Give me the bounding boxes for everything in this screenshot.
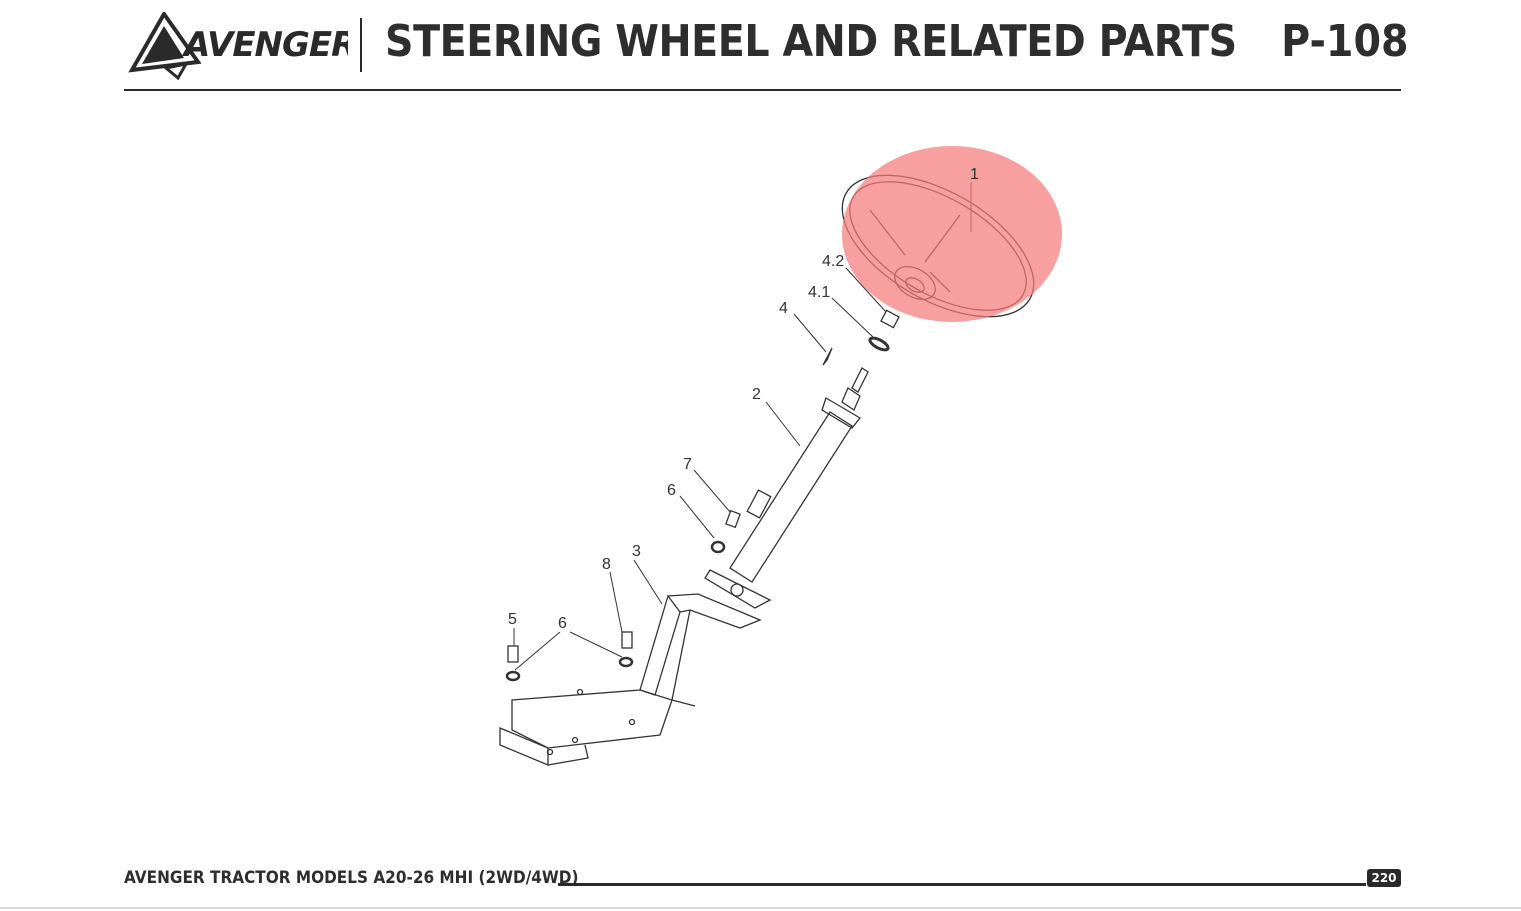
viewer-bottom-border	[0, 907, 1521, 909]
footer-rule	[558, 883, 1366, 886]
brand-wordmark: AVENGER	[181, 25, 348, 65]
page-header: AVENGER STEERING WHEEL AND RELATED PARTS…	[124, 0, 1409, 92]
pin-part	[822, 347, 833, 366]
mounting-bracket	[499, 593, 762, 766]
callout-1: 1	[970, 166, 979, 183]
avenger-logo: AVENGER	[128, 12, 348, 80]
page-title: STEERING WHEEL AND RELATED PARTS	[385, 16, 1237, 67]
bolts-and-washers	[505, 509, 741, 682]
callout-labels: 1 2 3 4 4.1 4.2 5 6 6 7 8	[508, 166, 979, 632]
page-code: P-108	[1281, 16, 1409, 67]
callout-4-2: 4.2	[822, 253, 844, 270]
header-rule	[124, 89, 1401, 91]
callout-8: 8	[602, 556, 611, 573]
part-highlight	[842, 146, 1062, 322]
nut-part	[880, 309, 900, 329]
page-number-badge: 220	[1367, 869, 1401, 887]
leader-lines	[513, 182, 972, 671]
footer-model-text: AVENGER TRACTOR MODELS A20-26 MHI (2WD/4…	[124, 868, 579, 888]
callout-2: 2	[752, 386, 761, 403]
page-footer: AVENGER TRACTOR MODELS A20-26 MHI (2WD/4…	[124, 864, 1401, 894]
callout-5: 5	[508, 611, 517, 628]
callout-3: 3	[632, 543, 641, 560]
steering-column	[704, 367, 869, 609]
callout-4-1: 4.1	[808, 284, 830, 301]
callout-7: 7	[683, 456, 692, 473]
callout-4: 4	[779, 300, 788, 317]
logo-divider	[360, 18, 362, 72]
callout-6: 6	[558, 615, 567, 632]
washer-part	[868, 336, 890, 352]
callout-6: 6	[667, 482, 676, 499]
